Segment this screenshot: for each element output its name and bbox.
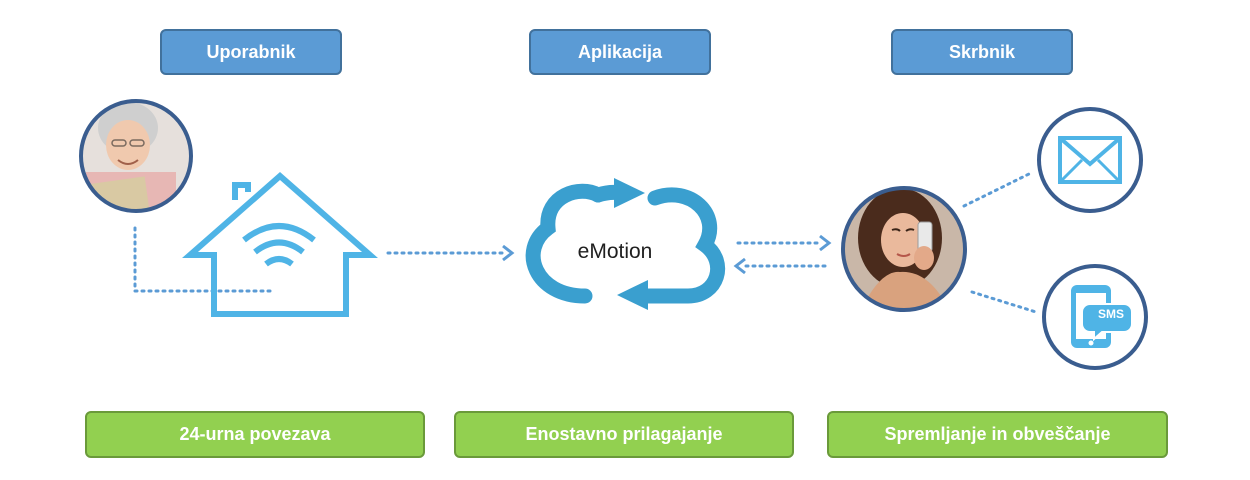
header-user: Uporabnik [160,29,342,75]
smartphone-sms-icon [1042,264,1148,370]
envelope-icon [1037,107,1143,213]
user-avatar [79,99,193,213]
house-wifi-icon [182,172,378,317]
user-to-home-connector [133,226,274,293]
sms-label: SMS [1097,307,1124,321]
guardian-avatar [841,186,967,312]
guardian-to-sms-connector [970,290,1038,314]
cloud-arrow-top [614,178,645,208]
cloud-guardian-arrows [733,234,832,275]
cloud-label: eMotion [577,240,653,263]
footer-monitoring: Spremljanje in obveščanje [827,411,1168,458]
header-guardian: Skrbnik [891,29,1073,75]
home-to-cloud-arrow [386,244,515,262]
header-app: Aplikacija [529,29,711,75]
guardian-to-mail-connector [962,170,1035,208]
cloud-arrow-bottom [617,280,648,310]
footer-connection: 24-urna povezava [85,411,425,458]
footer-setup: Enostavno prilagajanje [454,411,794,458]
